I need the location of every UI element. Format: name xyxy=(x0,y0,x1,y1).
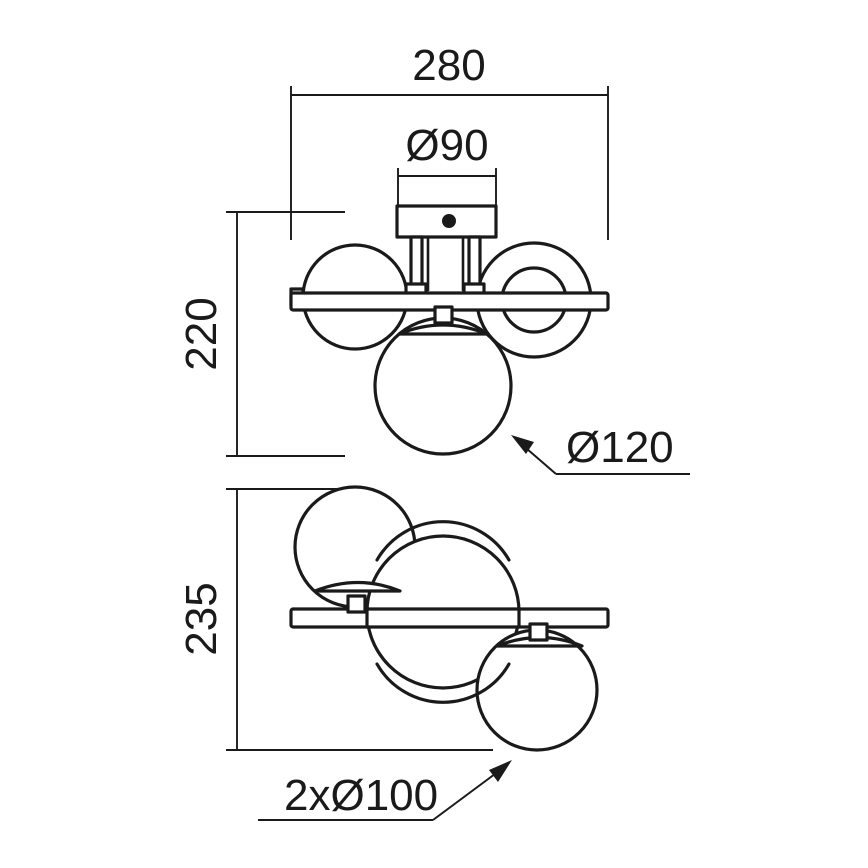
connector-upper-left-flare xyxy=(313,580,402,593)
dimension-height-220: 220 xyxy=(177,211,345,457)
globe-center-large-top-arc xyxy=(375,520,511,562)
connector-lower-right-side xyxy=(528,622,549,642)
globe-lower-right-side xyxy=(475,628,599,752)
connector-bottom-globe-flare xyxy=(397,323,489,336)
dimension-label-220: 220 xyxy=(177,297,226,370)
dimension-height-235: 235 xyxy=(177,488,493,751)
mounting-screw-dot xyxy=(442,214,456,228)
callout-globe-120: Ø120 xyxy=(511,423,690,475)
dimension-label-120: Ø120 xyxy=(566,423,674,472)
globe-bottom-large xyxy=(373,316,513,456)
horizontal-bar-side xyxy=(289,607,610,629)
connector-upper-left-side xyxy=(346,594,367,614)
dimension-canopy-90: Ø90 xyxy=(397,121,497,212)
dimension-label-2x100: 2xØ100 xyxy=(284,771,438,820)
dimension-label-235: 235 xyxy=(177,582,226,655)
dimension-label-90: Ø90 xyxy=(405,121,488,170)
dimension-width-280: 280 xyxy=(290,41,609,240)
connector-bottom-globe xyxy=(433,305,454,325)
leader-arrow-120 xyxy=(511,435,534,454)
leader-arrow-2x100 xyxy=(489,760,512,782)
globe-center-large-front-arc xyxy=(375,662,511,704)
callout-globe-2x100: 2xØ100 xyxy=(258,760,512,821)
leader-line-2x100-diagonal xyxy=(432,767,504,821)
dimension-label-280: 280 xyxy=(412,41,485,90)
